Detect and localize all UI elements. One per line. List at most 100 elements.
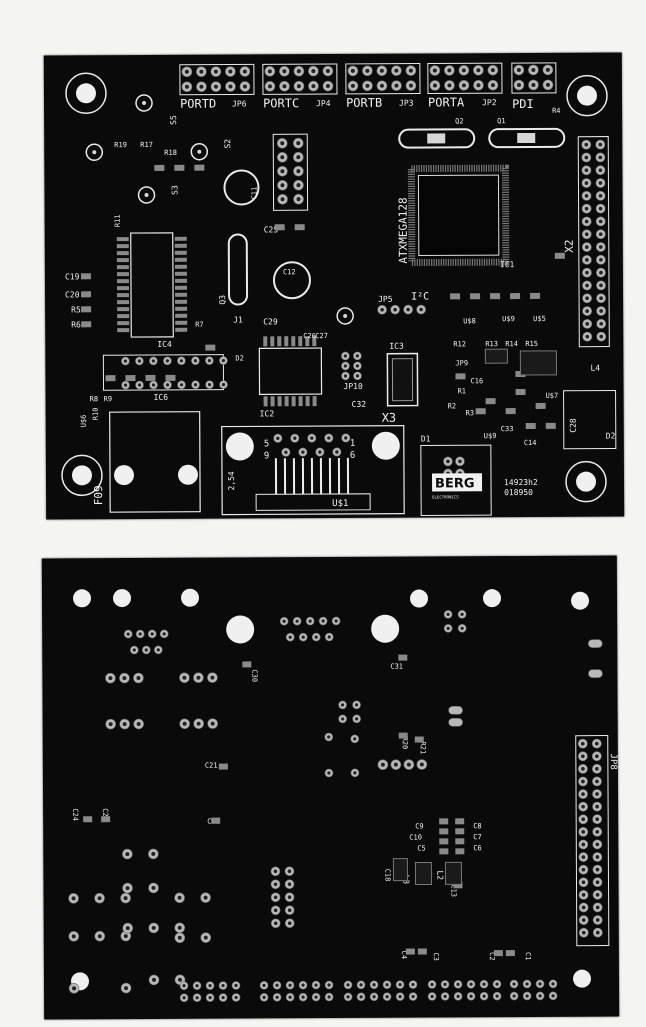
pad-drill <box>359 983 363 987</box>
pad-drill <box>585 296 589 301</box>
pad-drill <box>355 354 359 358</box>
pad-drill <box>182 984 186 988</box>
pad-drill <box>314 995 318 999</box>
pad-drill <box>293 436 297 440</box>
label-x3: D2 <box>606 432 616 441</box>
pad-drill <box>97 934 102 939</box>
pad-drill <box>287 921 292 926</box>
label-c12: C12 <box>283 268 296 276</box>
pad-drill <box>295 619 299 623</box>
pad-drill <box>443 994 447 999</box>
pad-drill <box>584 181 589 185</box>
label-r4: R4 <box>552 107 560 115</box>
pad-drill <box>267 84 272 89</box>
pad-drill <box>419 307 423 312</box>
pad-drill <box>584 168 589 173</box>
pad-drill <box>394 68 399 73</box>
pad-drill <box>595 792 599 796</box>
pad-drill <box>551 994 555 998</box>
pad-drill <box>598 181 603 185</box>
pad-drill <box>599 334 604 339</box>
mcu-atxmega <box>407 164 510 267</box>
mounting-holes <box>61 72 608 503</box>
label-ic3: IC3 <box>389 342 404 351</box>
hole <box>73 589 92 608</box>
pad-drill <box>327 735 331 739</box>
label-pitch: 2,54 <box>227 471 236 490</box>
pin <box>174 285 188 290</box>
pad-drill <box>359 995 363 999</box>
pin <box>116 279 129 284</box>
label-d1: D2 <box>235 354 243 362</box>
pad-drill <box>195 984 199 988</box>
pad-drill <box>447 68 452 73</box>
pad-drill <box>318 450 322 454</box>
label-i2c: I²C <box>411 292 429 303</box>
smd-part <box>455 828 465 835</box>
pad-drill <box>267 69 272 74</box>
pad-drill <box>461 83 466 88</box>
pad-drill <box>179 359 183 363</box>
pin <box>305 336 310 347</box>
pad-drill <box>355 717 359 721</box>
pad-drill <box>598 142 603 147</box>
label-c11: C11 <box>250 187 258 200</box>
smd-part <box>174 164 185 171</box>
pad-drill <box>177 935 182 940</box>
pad-drill <box>456 994 460 998</box>
pad-drill <box>273 895 278 900</box>
pad-drill <box>334 619 338 623</box>
smd-part <box>417 948 427 955</box>
label-j1: F09 <box>92 485 105 505</box>
label-subd-pin5: 5 <box>264 439 269 449</box>
pad-drill <box>581 830 586 834</box>
smd-part <box>530 292 541 299</box>
pad-drill <box>273 882 278 887</box>
pad-drill <box>151 885 156 890</box>
smd-part <box>439 838 449 845</box>
label-bottom-c5: C5 <box>417 845 425 853</box>
pin <box>298 336 303 347</box>
pin <box>263 396 268 407</box>
pad-drill <box>419 762 424 767</box>
pad-drill <box>327 995 331 999</box>
pad-drill <box>446 459 450 464</box>
pad-drill <box>151 851 156 856</box>
pad-drill <box>598 245 603 249</box>
pad-drill <box>595 817 600 822</box>
pad-drill <box>456 982 460 986</box>
pad-drill <box>584 232 589 237</box>
label-subd-pin9: 9 <box>264 451 269 461</box>
pad-drill <box>280 197 285 202</box>
pad-drill <box>595 892 600 897</box>
smd-part <box>439 848 449 855</box>
pad-drill <box>380 307 384 312</box>
label-porta: PORTA <box>428 95 465 109</box>
pad-drill <box>512 994 516 998</box>
smd-part <box>405 948 415 955</box>
hole <box>573 969 592 988</box>
pad-drill <box>585 309 589 313</box>
pad-drill <box>411 994 415 999</box>
label-r6: R6 <box>71 320 81 329</box>
pin <box>175 320 188 325</box>
pad-drill <box>275 983 279 987</box>
pad-drill <box>598 206 603 211</box>
pad-drill <box>581 893 586 897</box>
pad-drill <box>242 84 247 89</box>
pad-drill <box>516 68 521 73</box>
pcb-top-artwork: PORTD JP6 PORTC JP4 PORTB JP3 PORTA JP2 … <box>61 62 617 517</box>
logo-berg-sub: ELECTRONICS <box>432 494 459 499</box>
pad-drill <box>595 930 600 935</box>
label-u5: U$7 <box>546 392 559 400</box>
pad-drill <box>125 926 130 931</box>
pad-drill <box>599 309 603 313</box>
label-s5: S5 <box>169 115 178 125</box>
pad-drill <box>123 383 128 387</box>
smd-inductor <box>414 861 433 886</box>
label-ebi: X2 <box>563 239 576 252</box>
pad-drill <box>460 612 464 616</box>
pad-drill <box>165 383 170 387</box>
pad-drill <box>221 995 225 1000</box>
pad-drill <box>287 869 292 874</box>
